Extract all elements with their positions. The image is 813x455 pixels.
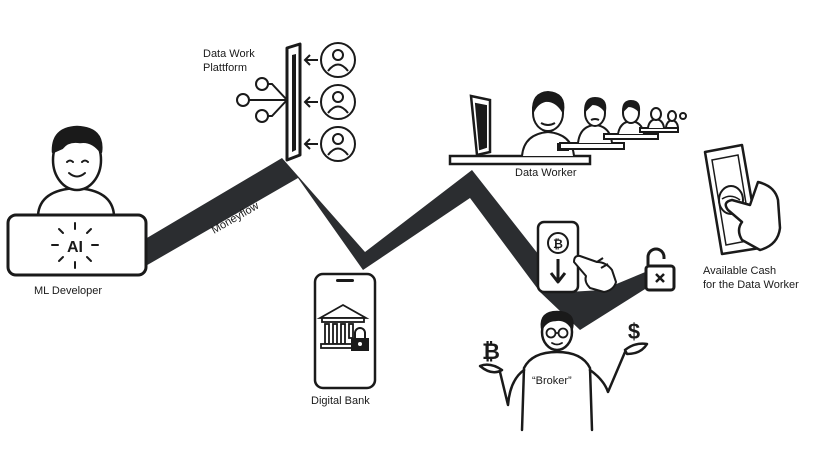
platform-label-line2: Plattform bbox=[203, 62, 247, 74]
person-icon bbox=[647, 107, 665, 129]
bitcoin-icon: ₿ bbox=[482, 339, 500, 364]
lock-icon bbox=[351, 327, 369, 351]
person-icon bbox=[303, 42, 356, 78]
broker-label: “Broker” bbox=[532, 375, 572, 387]
platform-label-line1: Data Work bbox=[203, 48, 255, 60]
digital-bank-label: Digital Bank bbox=[311, 395, 370, 407]
data-worker-group bbox=[448, 90, 687, 166]
monitor-icon bbox=[469, 94, 492, 157]
ml-developer-label: ML Developer bbox=[34, 285, 102, 297]
ml-developer-figure bbox=[36, 125, 116, 217]
data-worker-label: Data Worker bbox=[515, 167, 577, 179]
hand-icon bbox=[724, 180, 782, 252]
cash-label-line2: for the Data Worker bbox=[703, 279, 799, 291]
dollar-icon: $ bbox=[628, 319, 640, 344]
hand-icon bbox=[573, 254, 617, 293]
platform-network-icon bbox=[236, 77, 288, 123]
person-icon bbox=[303, 126, 356, 162]
phone-icon bbox=[536, 220, 580, 294]
phone-bitcoin-symbol: ₿ bbox=[553, 237, 563, 251]
laptop-icon bbox=[6, 213, 148, 277]
cash-label-line1: Available Cash bbox=[703, 265, 776, 277]
moneyflow-band bbox=[130, 158, 661, 330]
platform-users bbox=[303, 42, 356, 162]
broker-figure bbox=[478, 310, 649, 432]
bank-icon bbox=[316, 303, 370, 349]
person-icon bbox=[665, 110, 687, 128]
ai-badge: AI bbox=[67, 239, 83, 256]
platform-panel bbox=[285, 42, 302, 162]
padlock-icon bbox=[644, 247, 676, 292]
person-icon bbox=[303, 84, 356, 120]
